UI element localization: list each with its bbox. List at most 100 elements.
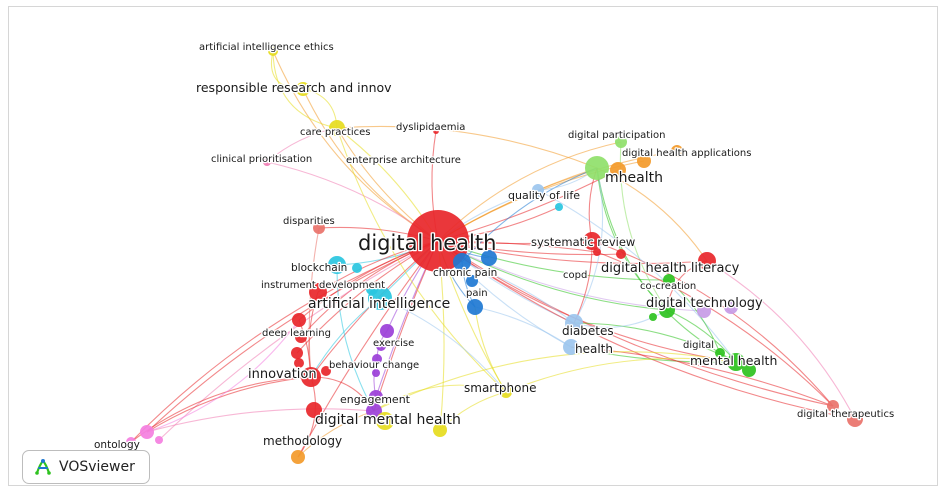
node-mhealth-2[interactable] (610, 162, 626, 178)
node-chronic-pain[interactable] (453, 253, 471, 271)
node-dyslipidaemia[interactable] (433, 128, 439, 134)
node-digital-mental-health[interactable] (366, 403, 382, 419)
node-exercise[interactable] (380, 324, 394, 338)
label-digital[interactable]: digital (682, 339, 716, 353)
label-methodology[interactable]: methodology (262, 433, 344, 450)
node-dmh-4[interactable] (433, 423, 447, 437)
node-artificial-intelligence-ethics[interactable] (268, 46, 278, 56)
label-exercise[interactable]: exercise (372, 337, 416, 351)
node-copd[interactable] (593, 248, 601, 256)
node-smartphone[interactable] (500, 386, 512, 398)
label-blockchain[interactable]: blockchain (290, 261, 349, 276)
node-quality-of-life-2[interactable] (555, 203, 563, 211)
node-ontology-3[interactable] (155, 436, 163, 444)
node-engagement[interactable] (369, 390, 383, 404)
node-ontology[interactable] (140, 425, 154, 439)
node-mhealth[interactable] (585, 156, 609, 180)
label-artificial-intelligence-ethics[interactable]: artificial intelligence ethics (198, 41, 335, 55)
node-digital-therapeutics-2[interactable] (847, 411, 863, 427)
node-chronic-pain-2[interactable] (481, 250, 497, 266)
node-dmh-3[interactable] (306, 402, 322, 418)
label-disparities[interactable]: disparities (282, 215, 336, 229)
label-quality-of-life[interactable]: quality of life (507, 188, 582, 204)
node-behaviour-change-2[interactable] (372, 369, 380, 377)
node-health-apps-2[interactable] (671, 145, 683, 157)
node-digital-therapeutics[interactable] (827, 400, 839, 412)
node-care-practices[interactable] (329, 120, 345, 136)
label-ontology[interactable]: ontology (93, 438, 141, 453)
label-digital-mental-health[interactable]: digital mental health (314, 411, 462, 430)
node-pain[interactable] (467, 299, 483, 315)
node-instrument-development[interactable] (309, 283, 327, 301)
node-blockchain[interactable] (328, 256, 346, 274)
node-deep-learning[interactable] (292, 313, 306, 327)
label-digital-health-literacy[interactable]: digital health literacy (600, 260, 741, 278)
node-clinical-prioritisation[interactable] (263, 158, 271, 166)
node-digital-technology-2[interactable] (649, 313, 657, 321)
label-digital-technology[interactable]: digital technology (645, 295, 765, 313)
vosviewer-logo-badge[interactable]: VOSviewer (22, 450, 150, 484)
node-digital-participation[interactable] (615, 136, 627, 148)
node-responsible-research[interactable] (296, 82, 310, 96)
node-mental-health[interactable] (727, 353, 745, 371)
label-responsible-research[interactable]: responsible research and innov (195, 79, 394, 97)
node-digital[interactable] (715, 348, 725, 358)
label-digital-participation[interactable]: digital participation (567, 129, 667, 143)
node-digital-technology-4[interactable] (724, 300, 738, 314)
node-digital-health-applications[interactable] (637, 154, 651, 168)
label-dyslipidaemia[interactable]: dyslipidaemia (395, 121, 467, 135)
node-systematic-review[interactable] (583, 232, 601, 250)
node-innovation-2[interactable] (321, 366, 331, 376)
node-health[interactable] (563, 339, 579, 355)
network-nodes (126, 46, 863, 464)
label-enterprise-architecture[interactable]: enterprise architecture (345, 154, 463, 168)
label-care-practices[interactable]: care practices (299, 126, 372, 140)
node-review-2[interactable] (616, 249, 626, 259)
label-instrument-development[interactable]: instrument development (260, 279, 387, 293)
node-quality-of-life[interactable] (532, 184, 544, 196)
network-visualization-panel[interactable]: artificial intelligence ethics responsib… (8, 6, 938, 486)
label-behaviour-change[interactable]: behaviour change (328, 359, 421, 373)
label-digital-health-applications[interactable]: digital health applications (621, 147, 753, 161)
label-artificial-intelligence[interactable]: artificial intelligence (307, 295, 452, 314)
label-co-creation[interactable]: co-creation (639, 280, 698, 294)
link-quality-of-life-mental-health (537, 189, 737, 363)
node-blockchain-2[interactable] (352, 263, 362, 273)
label-mental-health[interactable]: mental health (689, 352, 779, 370)
node-dmh-2[interactable] (376, 412, 394, 430)
label-clinical-prioritisation[interactable]: clinical prioritisation (210, 153, 314, 167)
node-digital-technology[interactable] (659, 302, 675, 318)
label-diabetes[interactable]: diabetes (561, 323, 615, 340)
label-chronic-pain[interactable]: chronic pain (432, 266, 499, 281)
link-chronic-pain-diabetes (461, 261, 575, 324)
node-diabetes[interactable] (565, 314, 583, 332)
node-digital-technology-3[interactable] (697, 304, 711, 318)
node-methodology[interactable] (291, 450, 305, 464)
label-digital-therapeutics[interactable]: digital therapeutics (796, 408, 896, 422)
node-digital-health[interactable] (407, 210, 469, 272)
node-disparities[interactable] (313, 222, 325, 234)
bibliometric-network-map[interactable]: artificial intelligence ethics responsib… (9, 7, 937, 485)
label-engagement[interactable]: engagement (339, 392, 412, 408)
node-innovation[interactable] (301, 367, 321, 387)
label-digital-health[interactable]: digital health (357, 230, 498, 257)
node-dl-3[interactable] (291, 347, 303, 359)
label-copd[interactable]: copd (562, 269, 589, 283)
label-systematic-review[interactable]: systematic review (530, 234, 637, 251)
node-exercise-2[interactable] (376, 341, 386, 351)
node-ontology-2[interactable] (126, 437, 136, 447)
label-smartphone[interactable]: smartphone (463, 380, 538, 397)
node-dl-2[interactable] (295, 331, 307, 343)
node-co-creation[interactable] (663, 274, 675, 286)
node-dl-4[interactable] (294, 358, 304, 368)
label-health[interactable]: health (574, 341, 615, 358)
label-pain[interactable]: pain (465, 287, 489, 301)
node-chronic-pain-3[interactable] (466, 275, 478, 287)
node-digital-health-literacy[interactable] (698, 252, 716, 270)
node-ai-2[interactable] (366, 283, 378, 295)
label-innovation[interactable]: innovation (247, 366, 318, 384)
node-mental-health-2[interactable] (742, 363, 756, 377)
node-behaviour-change[interactable] (372, 354, 382, 364)
label-mhealth[interactable]: mhealth (604, 169, 665, 188)
label-deep-learning[interactable]: deep learning (261, 327, 333, 341)
